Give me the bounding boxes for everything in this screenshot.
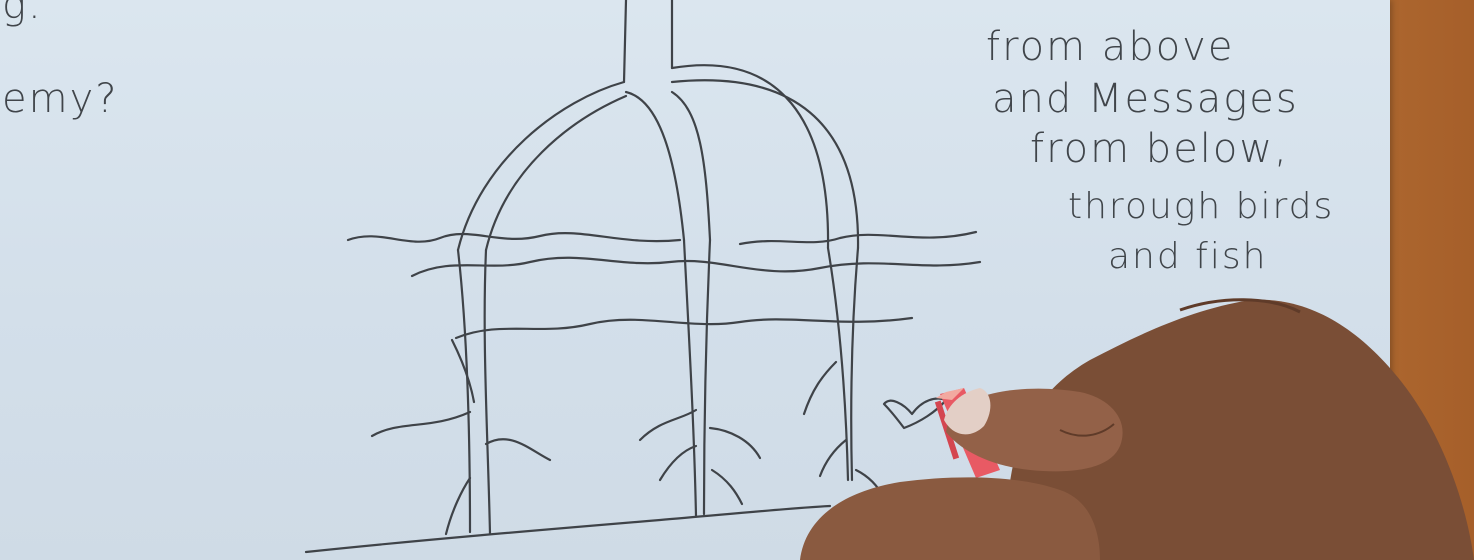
margin-fragment-top: g. — [2, 0, 43, 28]
note-line-5: and fish — [1108, 236, 1267, 277]
tree-trunk-sketch — [458, 0, 858, 250]
note-line-1: from above — [986, 24, 1234, 70]
ground-line — [306, 506, 830, 552]
handwritten-note: from above and Messages from below, thro… — [986, 24, 1334, 277]
hand-icon — [800, 300, 1474, 560]
wave-lines — [348, 232, 980, 338]
note-line-2: and Messages — [992, 76, 1299, 122]
note-line-4: through birds — [1068, 186, 1334, 227]
margin-fragment-second: emy? — [2, 76, 118, 122]
note-line-3: from below, — [1030, 126, 1289, 172]
root-stems — [372, 240, 884, 534]
